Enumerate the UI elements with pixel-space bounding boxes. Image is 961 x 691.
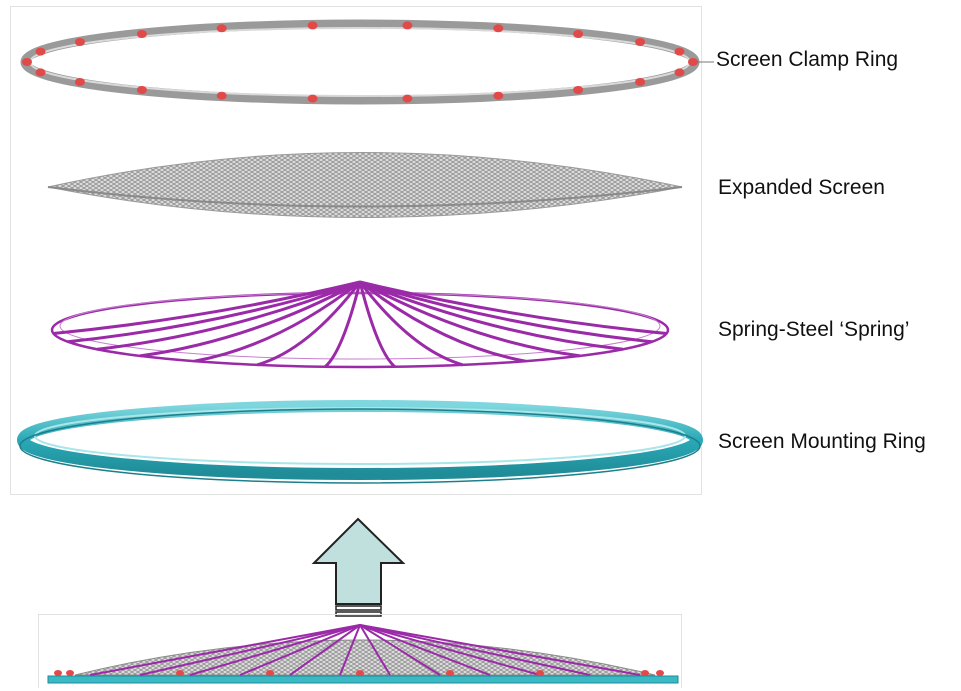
spring-spoke bbox=[359, 280, 526, 363]
spring-spoke bbox=[358, 281, 396, 368]
assembled-spring-spoke bbox=[359, 624, 541, 676]
clamp-bolt bbox=[674, 47, 685, 56]
assembled-spring-spoke bbox=[139, 624, 361, 676]
expanded-screen bbox=[47, 152, 683, 218]
spring-spoke bbox=[139, 280, 361, 358]
clamp-bolt bbox=[688, 58, 698, 66]
clamp-bolt bbox=[307, 21, 318, 30]
spring-spoke bbox=[256, 281, 362, 367]
assembled-clamp-bolt bbox=[54, 670, 62, 676]
spring-spoke bbox=[359, 280, 653, 344]
spring-spoke bbox=[97, 280, 361, 351]
assembled-spring-spoke bbox=[189, 624, 361, 676]
assembled-clamp-bolt bbox=[536, 670, 544, 676]
clamp-bolt bbox=[573, 30, 584, 38]
assembled-spring-spokes bbox=[89, 624, 641, 676]
assembled-clamp-bolt bbox=[641, 670, 649, 676]
clamp-bolt bbox=[35, 68, 46, 77]
clamp-bolt bbox=[674, 68, 685, 77]
assembled-spring-spoke bbox=[359, 624, 441, 676]
assembled-side-view bbox=[47, 624, 679, 684]
screen-clamp-ring bbox=[20, 19, 700, 105]
clamp-bolt bbox=[22, 58, 32, 66]
assembled-clamp-bolt bbox=[446, 670, 454, 676]
clamp-bolt bbox=[635, 38, 646, 46]
assembled-clamp-bolt bbox=[176, 670, 184, 676]
assembled-spring-spoke bbox=[239, 624, 361, 676]
assembled-spring-spoke bbox=[359, 624, 641, 676]
screen-mounting-ring bbox=[17, 400, 703, 484]
mounting-ring-label: Screen Mounting Ring bbox=[718, 430, 926, 453]
clamp-bolt bbox=[136, 86, 147, 94]
clamp-bolt bbox=[402, 94, 413, 103]
spring-steel-spring bbox=[50, 280, 670, 369]
spring-spokes bbox=[53, 280, 667, 368]
spring-spoke bbox=[359, 280, 623, 351]
clamp-bolt bbox=[493, 24, 504, 33]
clamp-bolt bbox=[74, 78, 85, 86]
spring-spoke bbox=[324, 281, 362, 368]
assembled-view-panel bbox=[38, 614, 682, 688]
clamp-bolts bbox=[22, 21, 698, 103]
clamp-bolt bbox=[573, 86, 584, 94]
spring-spoke bbox=[359, 280, 667, 335]
assembled-clamp-bolt bbox=[656, 670, 664, 676]
assembled-clamp-bolt bbox=[266, 670, 274, 676]
clamp-bolt bbox=[136, 30, 147, 38]
clamp-bolt bbox=[216, 91, 227, 100]
assembled-clamp-bolt bbox=[66, 670, 74, 676]
assembled-spring-spoke bbox=[359, 624, 491, 676]
clamp-bolt bbox=[307, 94, 318, 103]
spring-label: Spring-Steel ‘Spring’ bbox=[718, 318, 910, 341]
expanded-screen-label: Expanded Screen bbox=[718, 176, 885, 199]
assembled-spring-spoke bbox=[339, 624, 361, 676]
assembled-clamp-bolt bbox=[356, 670, 364, 676]
assembled-spring-spoke bbox=[359, 624, 591, 676]
clamp-bolt bbox=[493, 91, 504, 100]
clamp-ring-label: Screen Clamp Ring bbox=[716, 48, 899, 71]
clamp-bolt bbox=[74, 38, 85, 46]
assembled-spring-spoke bbox=[289, 624, 361, 676]
clamp-bolt bbox=[35, 47, 46, 56]
assembled-spring-spoke bbox=[359, 624, 391, 676]
spring-spoke bbox=[67, 280, 361, 344]
spring-spoke bbox=[53, 280, 361, 335]
up-arrow-icon bbox=[311, 517, 406, 617]
clamp-bolt bbox=[635, 78, 646, 86]
spring-spoke bbox=[358, 281, 464, 367]
clamp-bolt bbox=[402, 21, 413, 30]
spring-spoke bbox=[194, 280, 361, 363]
assembled-spring-spoke bbox=[89, 624, 361, 676]
clamp-bolt bbox=[216, 24, 227, 33]
spring-spoke bbox=[359, 280, 581, 358]
assembled-clamp-bolts bbox=[54, 670, 664, 676]
